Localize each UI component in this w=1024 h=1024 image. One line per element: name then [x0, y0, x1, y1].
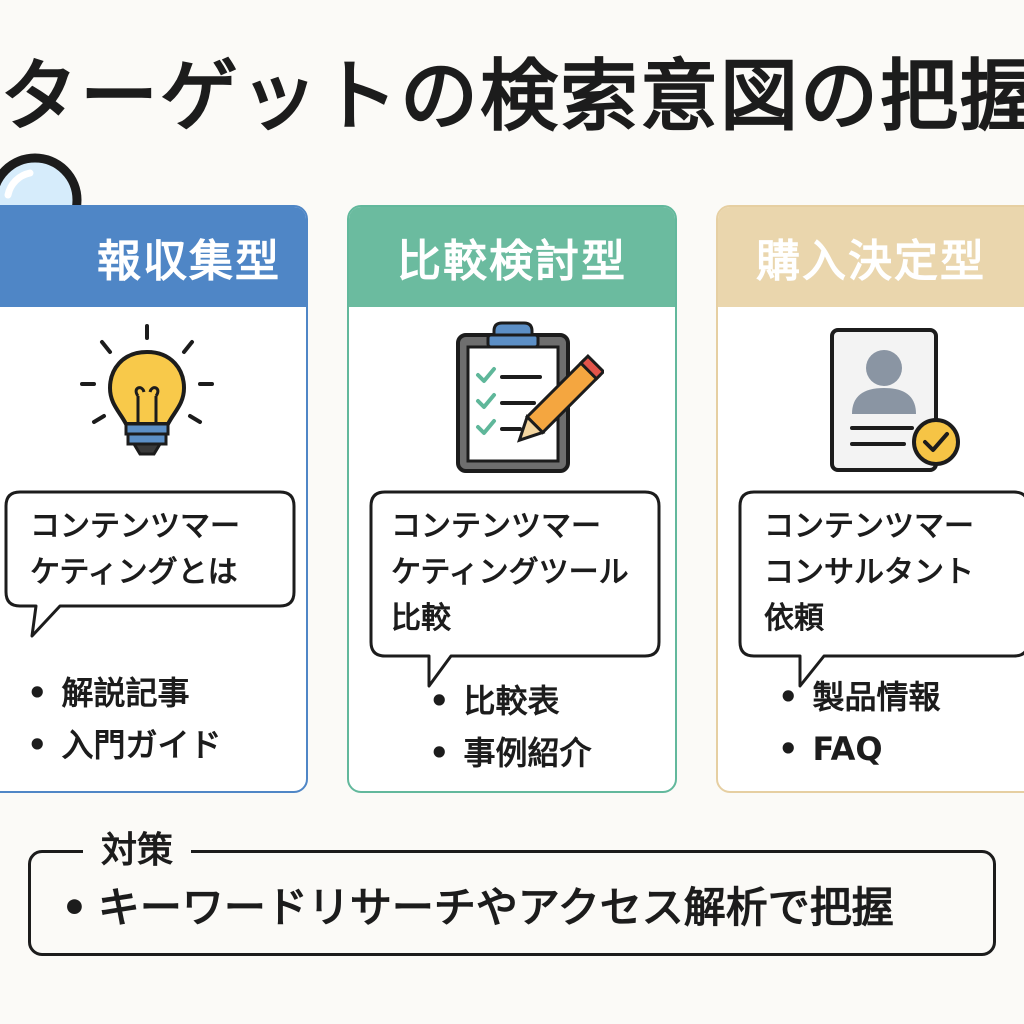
list-item: 解説記事 — [27, 667, 221, 719]
measures-box: 対策 キーワードリサーチやアクセス解析で把握 — [28, 823, 996, 956]
search-query-bubble: コンテンツマー ケティングツール 比較 — [369, 490, 661, 690]
card-heading: 報収集型 — [0, 207, 306, 307]
card-purchase: 購入決定型 コンテンツマー コンサルタント 依頼 製品情報 FAQ — [716, 205, 1024, 793]
lightbulb-icon — [80, 324, 214, 456]
measures-text: キーワードリサーチやアクセス解析で把握 — [61, 883, 894, 933]
list-item: 事例紹介 — [429, 727, 591, 779]
list-item: 製品情報 — [778, 671, 940, 723]
profile-card-check-icon — [830, 328, 960, 472]
list-item: 比較表 — [429, 675, 591, 727]
search-query-bubble: コンテンツマー ケティングとは — [4, 490, 296, 640]
content-list: 比較表 事例紹介 — [429, 675, 591, 779]
card-comparison: 比較検討型 コンテンツマー ケティングツール 比較 比較表 事例紹介 — [347, 205, 677, 793]
search-query-bubble: コンテンツマー コンサルタント 依頼 — [738, 490, 1024, 690]
card-informational: 報収集型 コンテンツマー ケティングとは 解説記事 入門ガイド — [0, 205, 308, 793]
measures-label: 対策 — [83, 823, 192, 879]
list-item: 入門ガイド — [27, 719, 221, 771]
content-list: 解説記事 入門ガイド — [27, 667, 221, 771]
search-query-text: コンテンツマー ケティングとは — [30, 509, 240, 590]
list-item: FAQ — [778, 723, 940, 775]
clipboard-checklist-icon — [456, 321, 604, 473]
search-query-text: コンテンツマー コンサルタント 依頼 — [764, 509, 974, 636]
page-title: ターゲットの検索意図の把握 — [0, 52, 1024, 142]
content-list: 製品情報 FAQ — [778, 671, 940, 775]
search-query-text: コンテンツマー ケティングツール 比較 — [391, 509, 629, 636]
card-heading: 比較検討型 — [349, 207, 675, 307]
card-heading: 購入決定型 — [718, 207, 1024, 307]
